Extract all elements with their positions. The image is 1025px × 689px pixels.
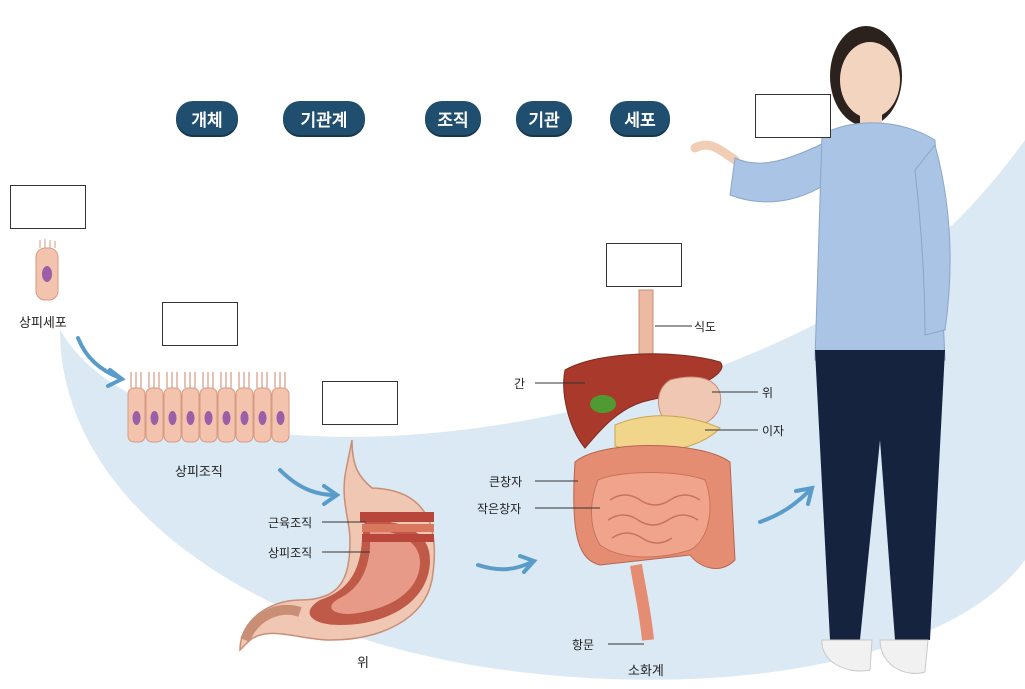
caption-cell: 상피세포 <box>19 312 67 331</box>
tissue-nucleus <box>223 411 231 425</box>
label-epithelial-tissue: 상피조직 <box>268 544 312 561</box>
tissue-nucleus <box>187 411 195 425</box>
answer-box-organism[interactable] <box>755 94 831 138</box>
epithelial-cell-illustration <box>36 239 58 300</box>
level-chip-label: 기관 <box>528 106 559 131</box>
level-chip-label: 세포 <box>624 106 655 131</box>
label-large-intestine: 큰창자 <box>489 473 522 490</box>
level-chip-label: 조직 <box>437 106 468 131</box>
tissue-nucleus <box>241 411 249 425</box>
tissue-nucleus <box>133 411 141 425</box>
caption-organ: 위 <box>357 652 369 671</box>
level-chip-label: 기관계 <box>301 106 348 131</box>
label-esophagus: 식도 <box>694 318 716 335</box>
tissue-nucleus <box>151 411 159 425</box>
tissue-nucleus <box>259 411 267 425</box>
tissue-nucleus <box>169 411 177 425</box>
level-chip-cell: 세포 <box>610 101 670 135</box>
answer-box-tissue[interactable] <box>162 302 238 346</box>
tissue-nucleus <box>205 411 213 425</box>
label-muscle-tissue: 근육조직 <box>268 514 312 531</box>
answer-box-organ-system[interactable] <box>606 243 682 287</box>
epithelial-tissue-illustration <box>128 372 289 442</box>
answer-box-organ[interactable] <box>322 381 398 425</box>
label-stomach: 위 <box>762 384 773 401</box>
tissue-nucleus <box>277 411 285 425</box>
level-chip-organ-system: 기관계 <box>283 101 365 135</box>
level-chip-label: 개체 <box>191 106 222 131</box>
caption-organ-system: 소화계 <box>628 660 664 679</box>
caption-tissue: 상피조직 <box>175 461 223 480</box>
answer-box-cell[interactable] <box>10 185 86 229</box>
level-chip-organism: 개체 <box>176 101 238 135</box>
label-liver: 간 <box>514 375 525 392</box>
label-pancreas: 이자 <box>762 422 784 439</box>
label-anus: 항문 <box>572 636 594 653</box>
label-small-intestine: 작은창자 <box>477 500 521 517</box>
level-chip-tissue: 조직 <box>425 101 481 135</box>
level-chip-organ: 기관 <box>516 101 572 135</box>
